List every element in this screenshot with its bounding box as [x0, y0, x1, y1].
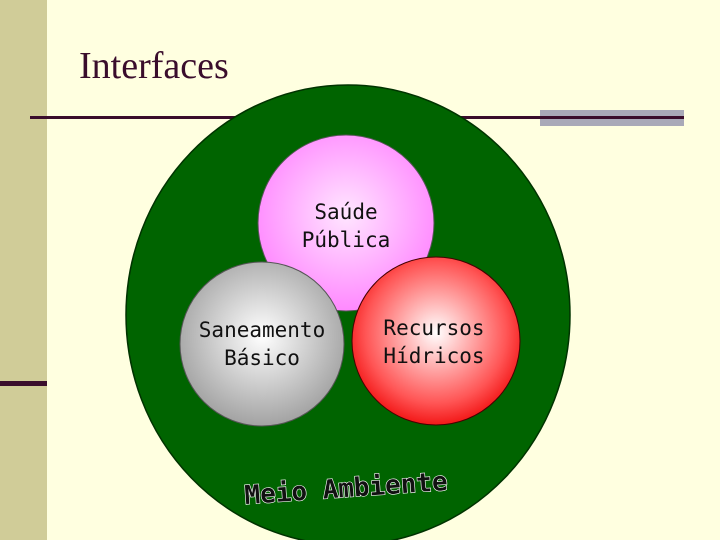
- recursos-line1: Recursos: [383, 316, 485, 340]
- saneamento-basico-circle: [179, 261, 345, 427]
- sidebar-accent-line: [0, 381, 47, 386]
- saneamento-line1: Saneamento: [198, 318, 326, 342]
- recursos-line2: Hídricos: [383, 344, 485, 368]
- saude-line1: Saúde: [314, 200, 378, 224]
- saneamento-line2: Básico: [224, 346, 300, 370]
- title-rule-accent-line: [540, 116, 684, 119]
- saneamento-basico-label: Saneamento Básico: [176, 316, 348, 372]
- saude-publica-label: Saúde Pública: [286, 198, 406, 254]
- recursos-hidricos-circle: [351, 256, 521, 426]
- saude-line2: Pública: [301, 228, 391, 252]
- saude-publica-circle: [257, 134, 435, 312]
- sidebar-band: [0, 0, 47, 540]
- meio-ambiente-circle: [125, 84, 571, 540]
- slide-title: Interfaces: [79, 45, 229, 87]
- recursos-hidricos-label: Recursos Hídricos: [364, 314, 504, 370]
